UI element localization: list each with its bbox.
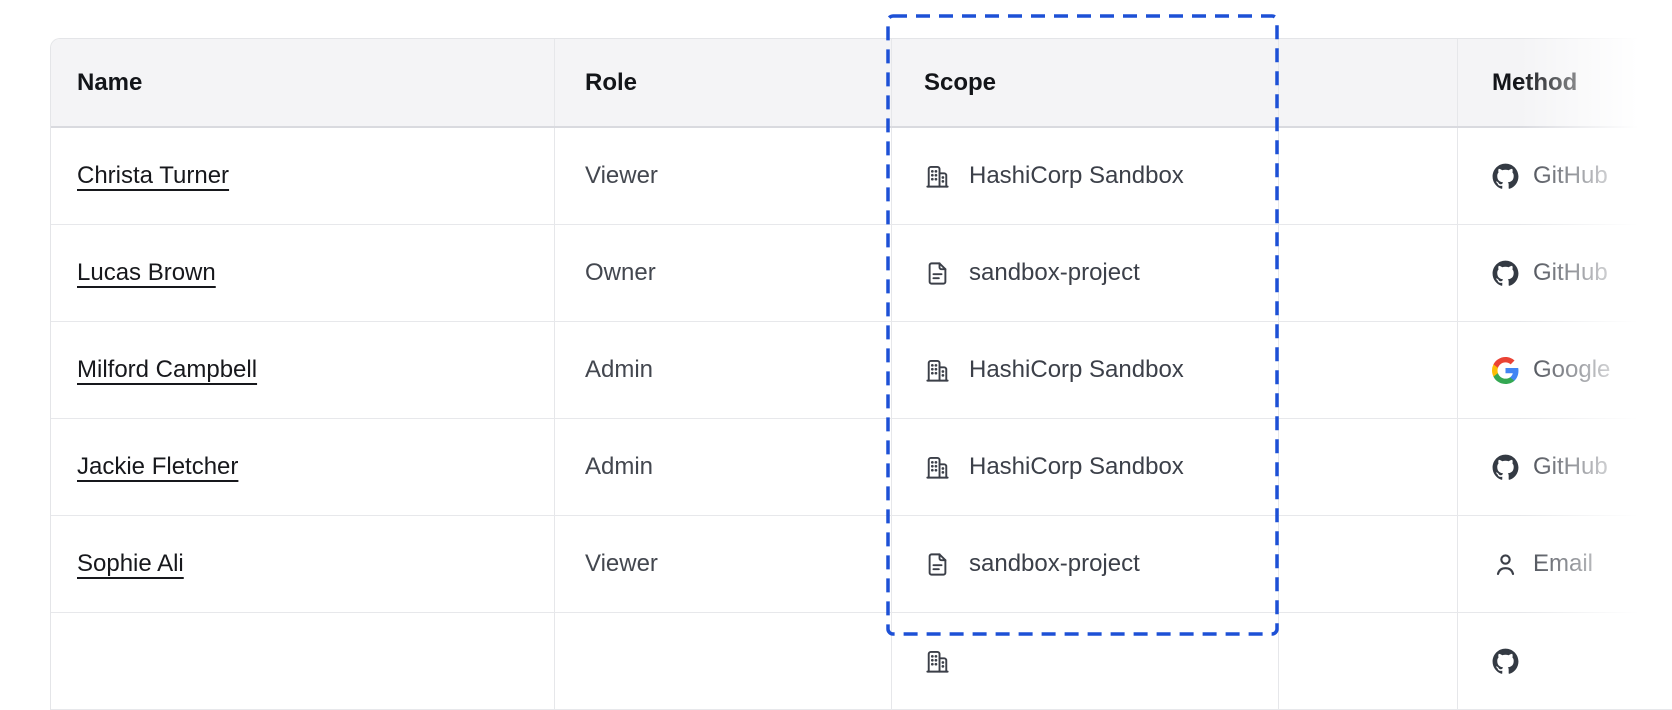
spacer-cell bbox=[1278, 225, 1457, 321]
member-method-cell: Email bbox=[1457, 516, 1672, 612]
google-icon bbox=[1492, 356, 1519, 384]
document-icon bbox=[924, 260, 951, 287]
github-icon bbox=[1492, 163, 1519, 190]
organization-icon bbox=[924, 163, 951, 190]
member-role: Owner bbox=[585, 259, 656, 286]
github-icon bbox=[1492, 454, 1519, 481]
member-name-link[interactable]: Sophie Ali bbox=[77, 550, 184, 577]
member-method: GitHub bbox=[1533, 259, 1608, 286]
member-name-cell: Milford Campbell bbox=[51, 322, 554, 418]
member-name-cell: Jackie Fletcher bbox=[51, 419, 554, 515]
column-header-role[interactable]: Role bbox=[554, 39, 891, 126]
member-scope-cell: sandbox-project bbox=[891, 516, 1278, 612]
member-scope-cell: HashiCorp Sandbox bbox=[891, 322, 1278, 418]
organization-icon bbox=[924, 454, 951, 481]
member-role-cell bbox=[554, 613, 891, 709]
member-method: GitHub bbox=[1533, 162, 1608, 189]
member-role-cell: Viewer bbox=[554, 516, 891, 612]
column-header-method[interactable]: Method bbox=[1457, 39, 1672, 126]
document-icon bbox=[924, 551, 951, 578]
member-method-cell: GitHub bbox=[1457, 419, 1672, 515]
spacer-cell bbox=[1278, 419, 1457, 515]
github-icon bbox=[1492, 260, 1519, 287]
spacer-cell bbox=[1278, 128, 1457, 224]
member-scope: sandbox-project bbox=[969, 259, 1140, 286]
member-method: Google bbox=[1533, 356, 1611, 383]
member-method-cell bbox=[1457, 613, 1672, 709]
member-scope: HashiCorp Sandbox bbox=[969, 356, 1184, 383]
table-row-partial bbox=[51, 613, 1672, 710]
column-header-spacer bbox=[1278, 39, 1457, 126]
member-scope: HashiCorp Sandbox bbox=[969, 162, 1184, 189]
member-name-link[interactable]: Jackie Fletcher bbox=[77, 453, 239, 480]
member-method: Email bbox=[1533, 550, 1594, 577]
member-name-cell: Christa Turner bbox=[51, 128, 554, 224]
member-scope: sandbox-project bbox=[969, 550, 1140, 577]
spacer-cell bbox=[1278, 322, 1457, 418]
member-name-cell: Lucas Brown bbox=[51, 225, 554, 321]
spacer-cell bbox=[1278, 613, 1457, 709]
member-method-cell: GitHub bbox=[1457, 128, 1672, 224]
member-role-cell: Owner bbox=[554, 225, 891, 321]
member-scope-cell bbox=[891, 613, 1278, 709]
member-name-link[interactable]: Christa Turner bbox=[77, 162, 230, 189]
member-role-cell: Admin bbox=[554, 322, 891, 418]
table-header-row: Name Role Scope Method bbox=[51, 39, 1672, 128]
member-method-cell: Google bbox=[1457, 322, 1672, 418]
member-role: Admin bbox=[585, 453, 654, 480]
member-method-cell: GitHub bbox=[1457, 225, 1672, 321]
members-table: Name Role Scope Method Christa Turner Vi… bbox=[50, 38, 1672, 710]
table-row: Sophie Ali Viewer sandbox-project Email bbox=[51, 516, 1672, 613]
member-name-cell: Sophie Ali bbox=[51, 516, 554, 612]
member-role-cell: Viewer bbox=[554, 128, 891, 224]
member-name-cell bbox=[51, 613, 554, 709]
member-role: Admin bbox=[585, 356, 654, 383]
organization-icon bbox=[924, 357, 951, 384]
member-role-cell: Admin bbox=[554, 419, 891, 515]
table-row: Jackie Fletcher Admin HashiCorp Sandbox … bbox=[51, 419, 1672, 516]
member-scope-cell: sandbox-project bbox=[891, 225, 1278, 321]
member-scope-cell: HashiCorp Sandbox bbox=[891, 128, 1278, 224]
column-header-name[interactable]: Name bbox=[77, 68, 143, 96]
member-name-link[interactable]: Lucas Brown bbox=[77, 259, 216, 286]
member-role: Viewer bbox=[585, 550, 658, 577]
table-row: Christa Turner Viewer HashiCorp Sandbox … bbox=[51, 128, 1672, 225]
table-row: Lucas Brown Owner sandbox-project GitHub bbox=[51, 225, 1672, 322]
spacer-cell bbox=[1278, 516, 1457, 612]
table-row: Milford Campbell Admin HashiCorp Sandbox… bbox=[51, 322, 1672, 419]
member-name-link[interactable]: Milford Campbell bbox=[77, 356, 258, 383]
member-scope-cell: HashiCorp Sandbox bbox=[891, 419, 1278, 515]
column-header-scope[interactable]: Scope bbox=[891, 39, 1278, 126]
member-role: Viewer bbox=[585, 162, 658, 189]
member-method: GitHub bbox=[1533, 453, 1608, 480]
member-scope: HashiCorp Sandbox bbox=[969, 453, 1184, 480]
email-icon bbox=[1492, 551, 1519, 578]
